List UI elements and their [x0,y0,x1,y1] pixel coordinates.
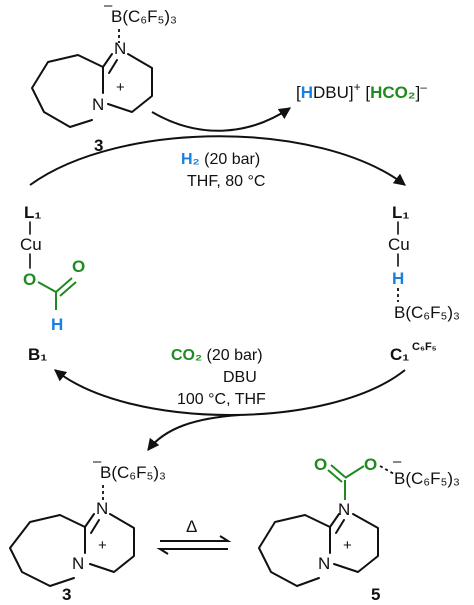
carbonyl-oxygen: O [314,455,327,474]
oxygen-label: O [23,270,36,289]
borane-label: B(C₆F₅)₃ [111,7,177,26]
equilibrium-arrows: Δ [156,517,232,555]
borane-label-5: B(C₆F₅)₃ [394,469,460,488]
plus-sign-b: + [98,537,107,554]
species-b1: L₁ Cu O O H B₁ [20,203,85,364]
nitrogen-label: N [114,39,126,58]
b1-label: B₁ [28,345,47,364]
svg-text:H₂ (20 bar): H₂ (20 bar) [181,151,260,168]
compound-5-number: 5 [371,585,380,604]
hydride-label: H [392,269,404,288]
compound-3-number: 3 [94,136,103,155]
borane-label-b: B(C₆F₅)₃ [100,463,166,482]
anion-minus: – [420,80,427,94]
release-arrow [151,107,291,132]
oxygen-label-2: O [72,257,85,276]
bottom-conditions-line2: DBU [223,369,257,386]
ligand-l1: L₁ [24,203,41,222]
svg-text:[HDBU]+ [HCO₂]–: [HDBU]+ [HCO₂]– [296,80,427,102]
bottom-conditions-line3: 100 °C, THF [177,391,266,408]
compound-3-number-b: 3 [62,585,71,604]
plus-sign-5: + [343,537,352,554]
formate-text: HCO₂ [370,83,415,102]
branch-arrow [147,414,241,451]
bracket-open-2: [ [365,83,370,102]
copper-label-right: Cu [388,235,410,254]
copper-label: Cu [20,235,42,254]
svg-text:CO₂ (20 bar): CO₂ (20 bar) [171,347,263,364]
h2-label: H₂ [181,151,200,168]
compound-3-bottom: – B(C₆F₅)₃ N N + 3 [9,453,166,604]
compound-3-top: – B(C₆F₅)₃ N N + 3 [31,0,177,155]
formate-hydrogen: H [51,315,63,334]
dbu-text: DBU] [313,83,354,102]
byproduct-h: H [301,83,313,102]
co2-pressure: (20 bar) [202,347,262,364]
compound-5: O O – B(C₆F₅)₃ N N + 5 [258,453,460,604]
top-cycle-arrow [29,135,406,186]
delta-symbol: Δ [186,517,197,536]
c1-superscript: C₆F₅ [412,341,437,353]
nitrogen-label-b: N [96,499,108,518]
nitrogen-label-5: N [338,500,350,519]
borane-minus-b: – [93,453,102,470]
bracket-open: [ [296,83,301,102]
species-c1: L₁ Cu H B(C₆F₅)₃ C₁ C₆F₅ [388,203,460,364]
c1-label: C₁ [390,345,409,364]
byproduct-salt: [HDBU]+ [HCO₂]– [296,80,427,102]
plus-sign: + [116,79,125,96]
nitrogen-label-5b: N [318,554,330,573]
h2-pressure: (20 bar) [200,151,260,168]
borane-label-c1: B(C₆F₅)₃ [394,303,460,322]
ligand-l1-right: L₁ [392,203,409,222]
borane-minus: – [104,0,113,14]
bracket-close: ] [415,83,420,102]
top-conditions: H₂ (20 bar) THF, 80 °C [181,151,265,190]
ester-oxygen: O [364,455,377,474]
co2-label: CO₂ [171,347,202,364]
cation-plus: + [354,80,361,94]
nitrogen-label-2: N [92,95,104,114]
borane-minus-5: – [393,453,402,470]
top-conditions-line2: THF, 80 °C [187,173,265,190]
nitrogen-label-b2: N [72,554,84,573]
bottom-conditions: CO₂ (20 bar) DBU 100 °C, THF [171,347,266,408]
